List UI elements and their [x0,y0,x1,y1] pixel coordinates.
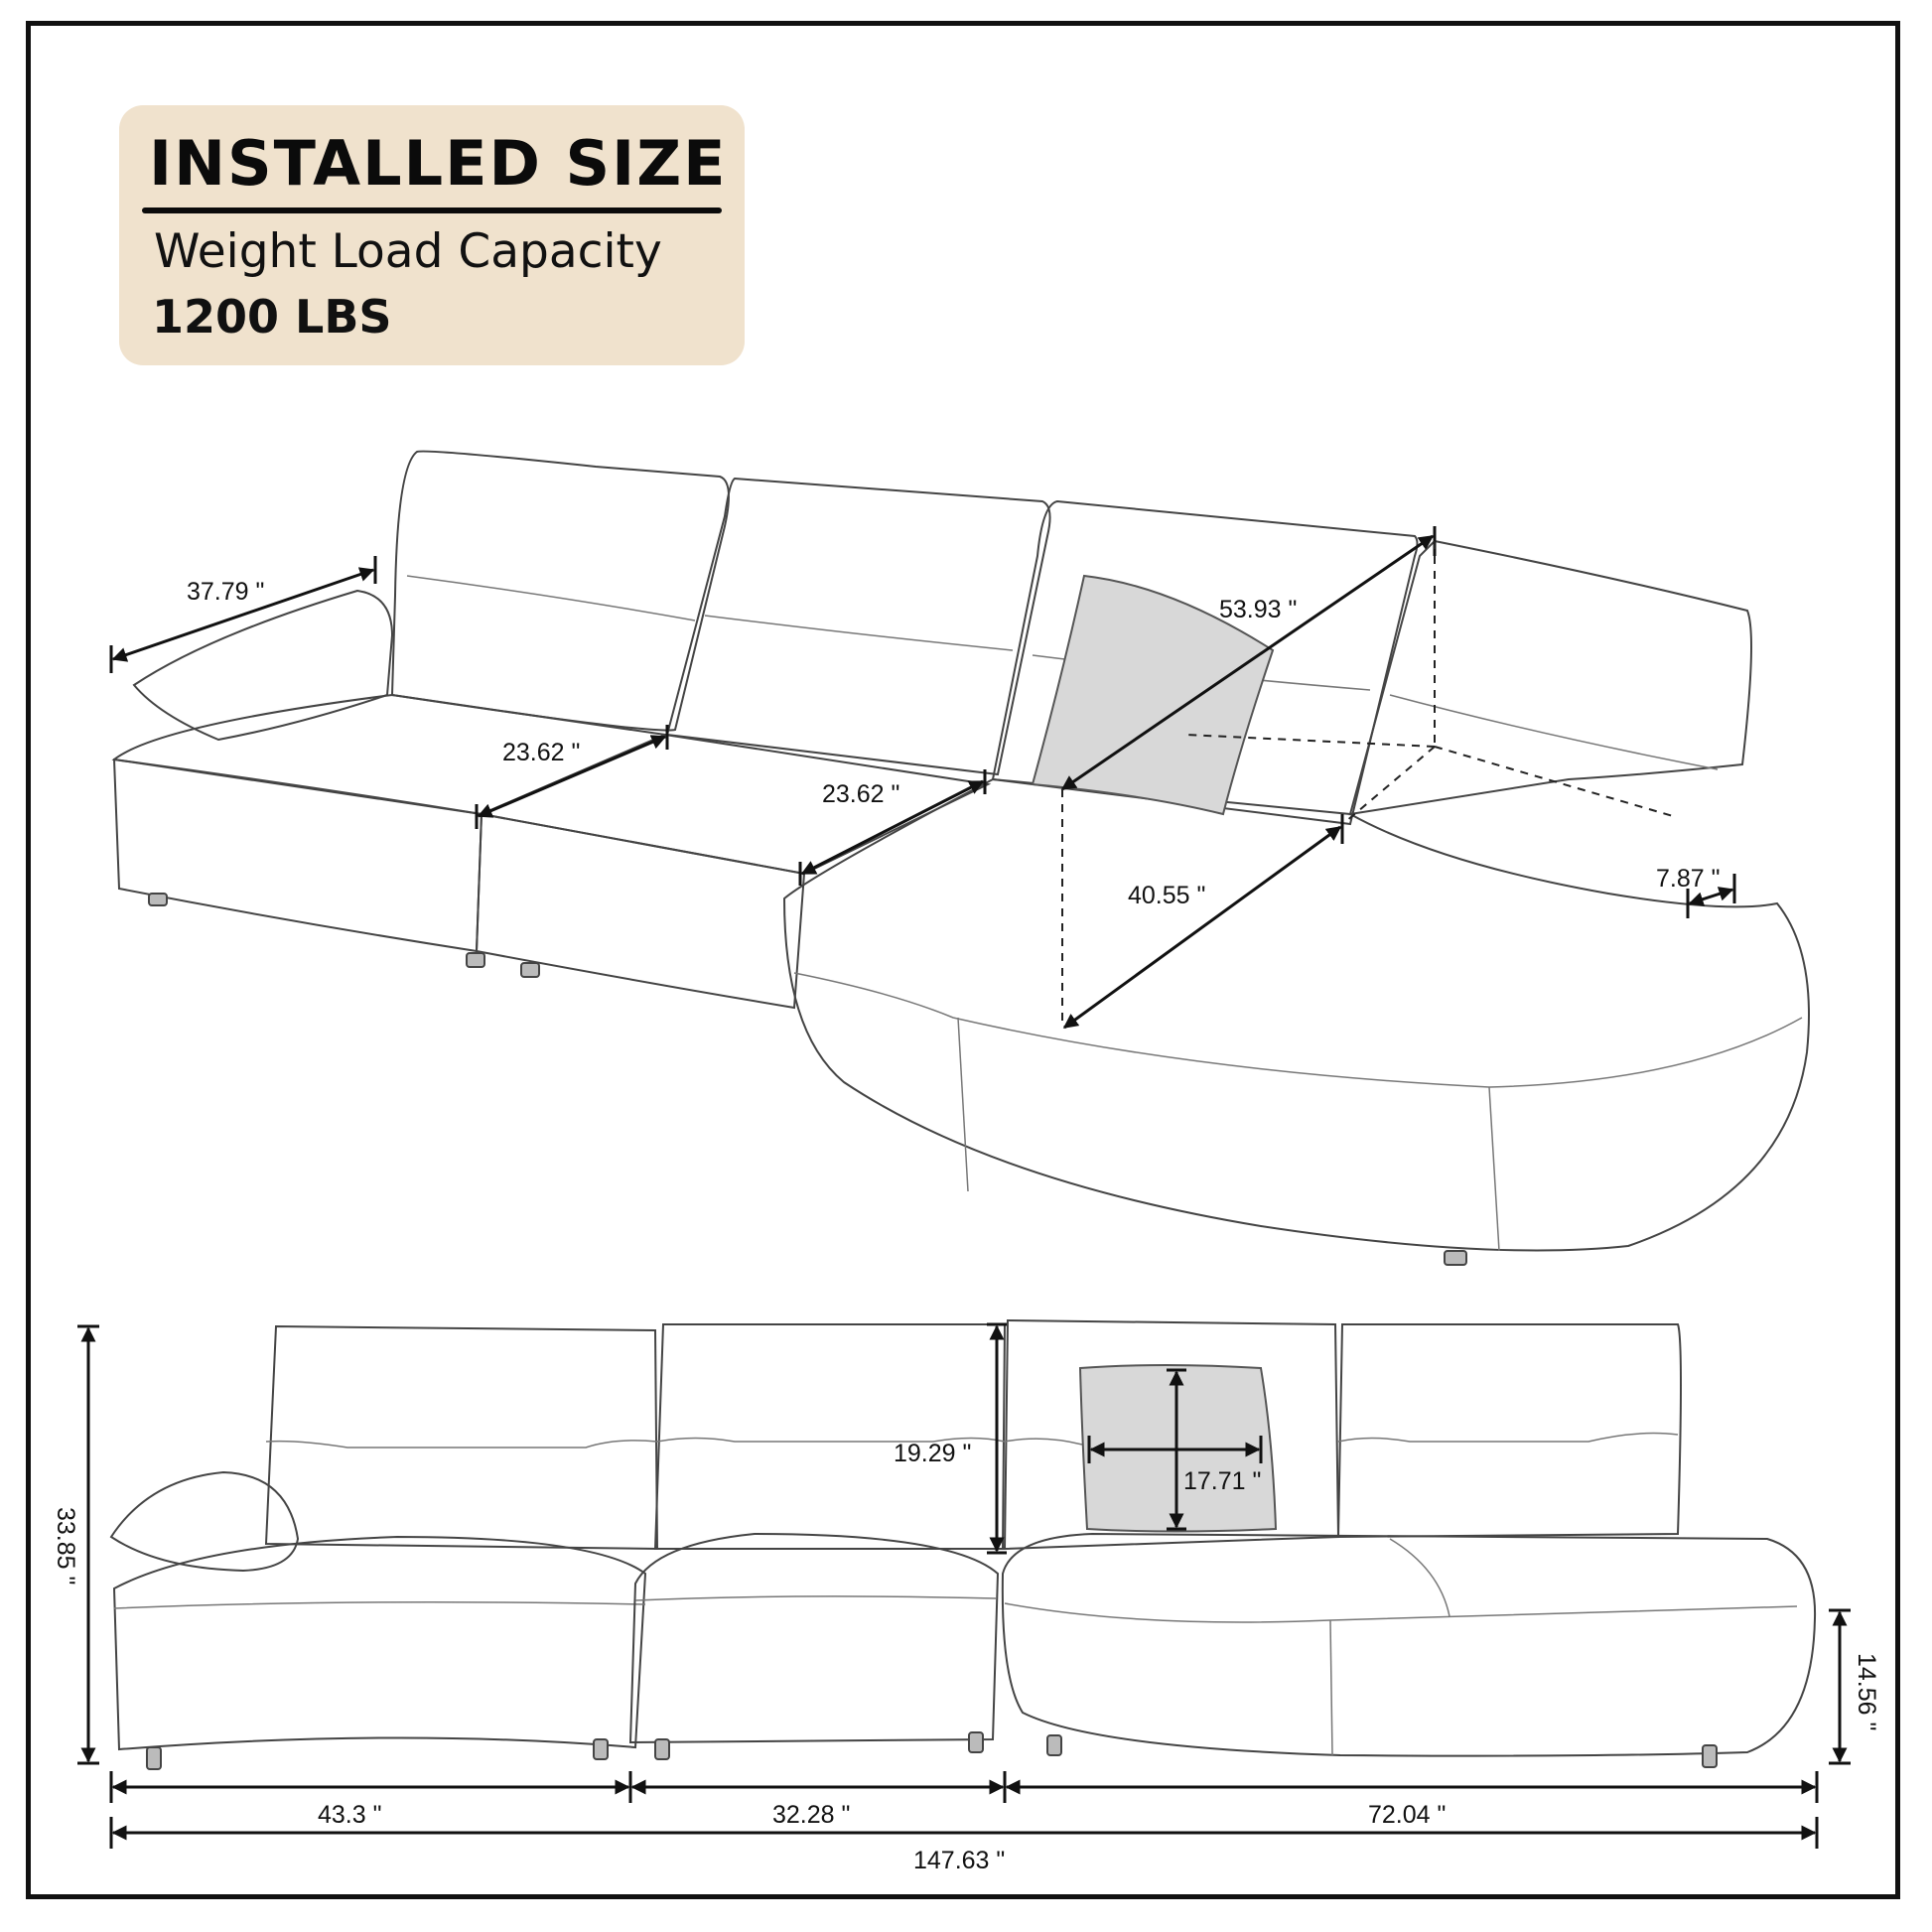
dim-chaise-diagonal: 53.93 " [1219,596,1297,623]
installed-size-badge [119,105,745,365]
dim-pillow-size: 17.71 " [1183,1467,1261,1495]
front-dimensions [77,1322,1851,1849]
dim-chaise-back: 7.87 " [1656,865,1720,893]
dim-right-section-width: 72.04 " [1368,1801,1446,1829]
seat-width-left-line [477,735,667,818]
perspective-back-cushion-4 [1348,539,1752,816]
armrest-depth-line [111,567,375,662]
perspective-back-cushion-2 [665,477,1051,776]
chaise-depth-line [1062,825,1342,1030]
weight-capacity-value: 1200 LBS [152,290,392,344]
front-chaise [1001,1532,1817,1757]
front-back-4 [1336,1323,1682,1539]
perspective-seat-left [111,693,669,816]
front-back-1 [264,1324,659,1551]
perspective-base-left [112,758,483,953]
armrest-pillow [132,589,394,742]
front-seat-left [112,1535,647,1751]
seat-width-middle-line [800,779,985,876]
front-sofa [109,1318,1817,1770]
dim-seat-height: 14.56 " [1853,1653,1880,1730]
dim-left-section-width: 43.3 " [318,1801,381,1829]
front-back-2 [653,1323,1007,1550]
dim-overall-width: 147.63 " [913,1847,1005,1874]
perspective-dimensions [109,526,1736,1030]
chaise-diagonal-line [1060,534,1435,791]
perspective-back-cushion-1 [390,450,730,732]
dim-overall-height: 33.85 " [52,1507,79,1585]
badge-title: INSTALLED SIZE [149,127,728,200]
dim-seat-width-middle: 23.62 " [822,780,899,808]
badge-subtitle: Weight Load Capacity [154,224,662,279]
front-armrest-pillow [109,1470,300,1573]
dim-seat-width-left: 23.62 " [502,739,580,766]
chaise-back-line [1688,887,1734,906]
perspective-base-middle [475,812,806,1010]
dim-middle-section-width: 32.28 " [772,1801,850,1829]
dim-back-height: 19.29 " [894,1440,971,1467]
badge-divider [142,207,722,213]
dim-armrest-depth: 37.79 " [187,578,264,606]
perspective-sofa [111,450,1810,1266]
front-seat-middle [628,1532,1000,1744]
dim-chaise-depth: 40.55 " [1128,882,1205,909]
perspective-chaise [782,777,1810,1252]
